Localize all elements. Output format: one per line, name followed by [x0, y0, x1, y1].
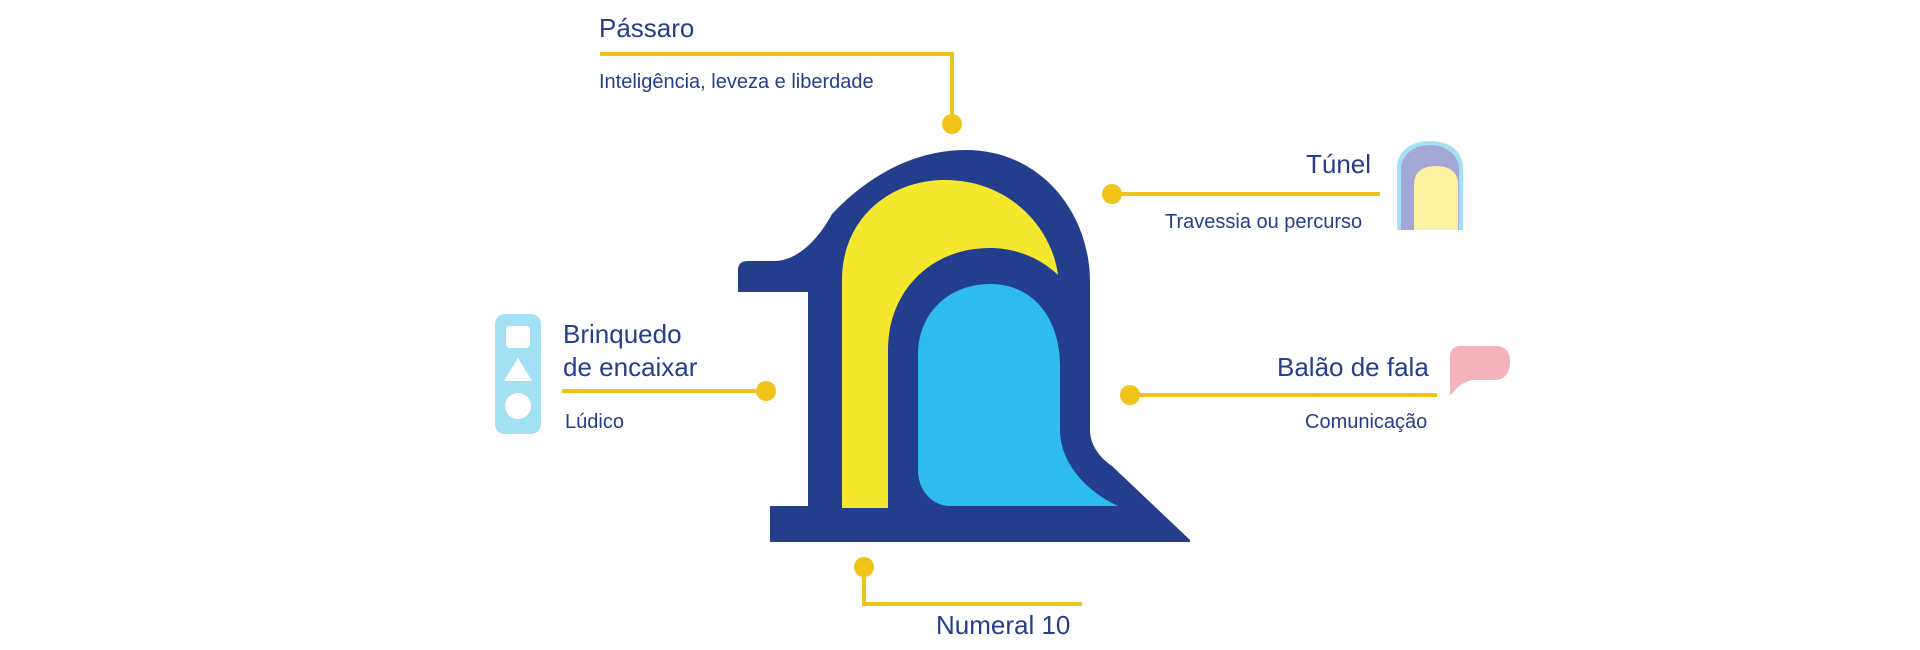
connector-numeral — [862, 567, 1082, 606]
brinquedo-subtitle: Lúdico — [565, 411, 624, 433]
logo-yellow-shape — [842, 180, 1058, 508]
tunel-title: Túnel — [1306, 149, 1372, 179]
toy-circle — [505, 393, 531, 419]
speech-bubble-icon — [1450, 342, 1510, 396]
dot-brinquedo — [756, 381, 776, 401]
tunel-subtitle: Travessia ou percurso — [1165, 211, 1363, 233]
logo-light-blue-shape — [918, 284, 1118, 506]
passaro-subtitle: Inteligência, leveza e liberdade — [599, 71, 874, 93]
balao-subtitle: Comunicação — [1305, 411, 1428, 433]
connector-passaro — [600, 52, 954, 124]
numeral-title: Numeral 10 — [936, 610, 1071, 640]
dot-numeral — [854, 557, 874, 577]
dot-passaro — [942, 114, 962, 134]
dot-tunel — [1102, 184, 1122, 204]
tunnel-icon — [1397, 141, 1463, 230]
connector-dots — [756, 114, 1140, 577]
brinquedo-title-line2: de encaixar — [563, 352, 698, 382]
balao-title: Balão de fala — [1277, 352, 1429, 382]
toy-square — [506, 326, 530, 348]
connector-lines — [562, 52, 1437, 606]
brinquedo-title-line1: Brinquedo — [563, 319, 682, 349]
passaro-title: Pássaro — [599, 13, 695, 43]
dot-balao — [1120, 385, 1140, 405]
logo-mark-icon — [738, 150, 1190, 542]
shape-sorter-toy-icon — [495, 314, 541, 434]
toy-triangle — [504, 358, 532, 381]
tunnel-inner — [1414, 166, 1458, 230]
